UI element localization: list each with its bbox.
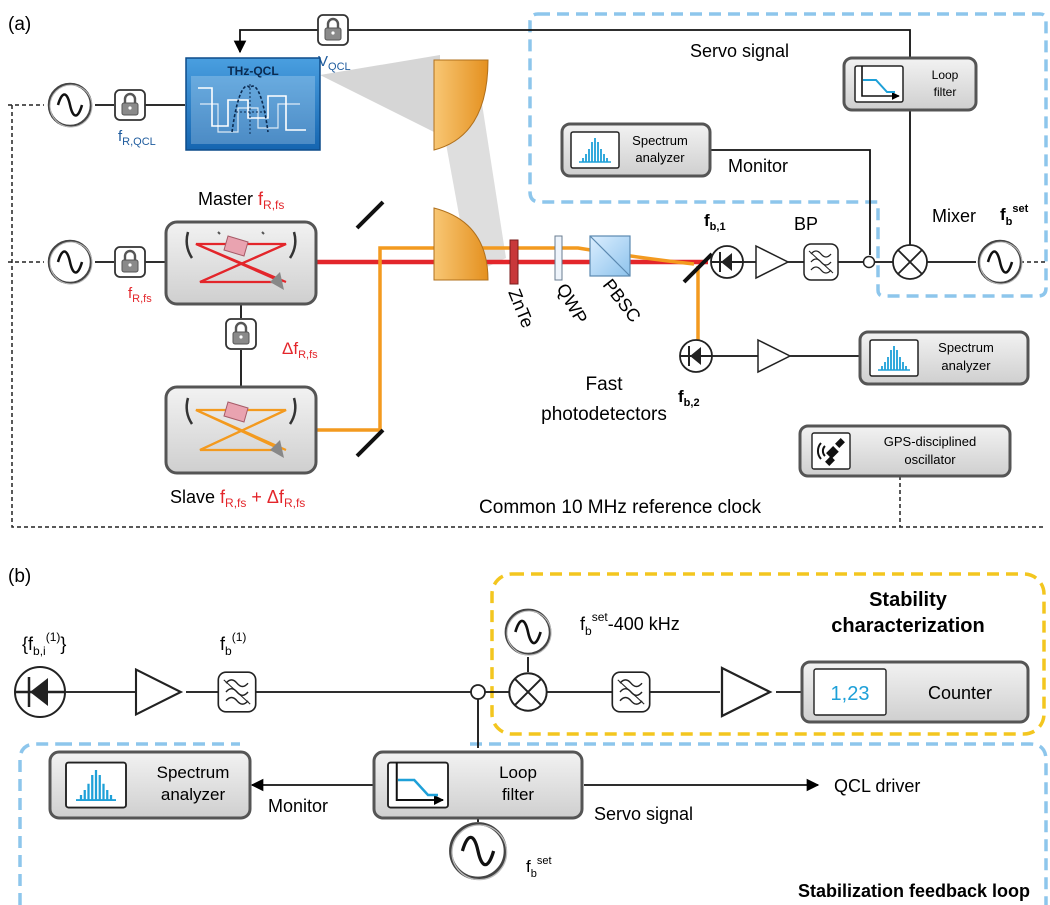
spectrum-analyzer-b: Spectrum analyzer [48,750,252,820]
servo-signal-b: Servo signal [594,804,693,824]
bandpass-filter-b2 [611,671,651,713]
label-fr-qcl: fR,QCL [118,128,156,148]
slave-label: Slave fR,fs + ΔfR,fs [170,487,305,510]
mixer-label: Mixer [932,206,976,226]
qcl-title: THz-QCL [227,64,278,78]
monitor-a: Monitor [728,156,788,176]
bandpass-filter-a [803,243,839,281]
oscillator-offset [504,608,553,657]
spectrum-b-l2: analyzer [161,785,226,804]
loop-filter-a-l1: Loop [932,68,959,82]
servo-region [528,12,1048,298]
master-label: Master fR,fs [198,189,284,212]
thz-beam [320,55,440,135]
amplifier-b1 [134,668,182,716]
feedback-loop-label: Stabilization feedback loop [798,881,1030,901]
parabolic-mirror-bottom [433,207,489,281]
loop-filter-box-a: Loop filter [842,56,978,112]
pbsc-label: PBSC [599,275,645,326]
gps-oscillator-box: GPS-disciplined oscillator [798,424,1012,478]
mixer-a [892,244,928,280]
fb2-label: fb,2 [678,387,700,409]
slave-beam [316,246,440,432]
parabolic-mirror-top [433,59,489,151]
label-delta-fr: ΔfR,fs [282,339,318,361]
spectrum-analyzer-a1: Spectrum analyzer [560,122,712,178]
lock-icon-frqcl [113,88,147,122]
oscillator-qcl [47,82,94,129]
znte-label: ZnTe [504,286,538,331]
mixer-b [508,672,548,712]
amplifier-b2 [720,666,772,718]
fast-label-l2: photodetectors [541,404,667,425]
lock-icon-delta-fr [224,317,258,351]
znte-crystal [509,239,519,285]
stability-l1: Stability [869,589,948,611]
fbi-label: {fb,i(1)} [22,630,66,658]
fb1-label: fb,1 [704,211,726,233]
satellite-icon [817,438,845,466]
monitor-b: Monitor [268,796,328,816]
loop-filter-a-l2: filter [934,85,957,99]
photodiode-fb2 [679,339,713,373]
spectrum-analyzer-a2: Spectrum analyzer [858,330,1030,386]
counter-label: Counter [928,683,992,703]
panel-b-label: (b) [8,566,31,587]
bp-label: BP [794,214,818,234]
qwp-plate [554,235,563,281]
panel-a-label: (a) [8,14,31,35]
gps-l2: oscillator [904,452,956,467]
lock-icon-vqcl [316,13,350,47]
loop-filter-b-l2: filter [502,785,534,804]
thz-qcl-box: THz-QCL [185,57,321,151]
fb1-label-b: fb(1) [220,630,246,658]
oscillator-fb-set-b [449,822,509,882]
mirror-1 [355,200,385,230]
oscillator-fb-set [977,239,1024,286]
slave-laser-box [164,385,318,475]
stability-region [490,572,1046,736]
oscillator-master [47,239,94,286]
qcl-driver-label: QCL driver [834,776,920,796]
photodiode-b [14,666,66,718]
mirror-3 [682,252,714,284]
bandpass-filter-b1 [217,671,257,713]
master-laser-box [164,220,318,306]
label-fr-fs-lock: fR,fs [128,285,152,305]
label-vqcl: VQCL [318,53,351,73]
lock-icon-frfs [113,245,147,279]
counter-box: 1,23 Counter [800,660,1030,724]
spectrum-a2-l2: analyzer [941,358,991,373]
splitter-node-a [862,255,876,269]
loop-filter-b-l1: Loop [499,763,537,782]
gps-l1: GPS-disciplined [884,434,977,449]
fb-set-label-a: fbset [1000,203,1029,228]
fb-set-label-b: fbset [526,855,552,880]
reference-clock-line [11,105,1046,528]
servo-signal-a: Servo signal [690,41,789,61]
amplifier-a1 [755,245,789,279]
stability-l2: characterization [831,615,984,637]
spectrum-a1-l1: Spectrum [632,133,688,148]
feedback-region [18,742,1048,905]
spectrum-a1-l2: analyzer [635,150,685,165]
loop-filter-box-b: Loop filter [372,750,584,820]
splitter-node-b [470,684,486,700]
fast-label-l1: Fast [586,374,624,395]
spectrum-b-l1: Spectrum [157,763,230,782]
mirror-2 [355,428,385,458]
amplifier-a2 [757,339,791,373]
reference-clock-label: Common 10 MHz reference clock [479,497,761,518]
spectrum-a2-l1: Spectrum [938,340,994,355]
photodiode-fb1 [710,245,744,279]
fb-set-offset-label: fbset-400 kHz [580,610,680,638]
qwp-label: QWP [553,280,592,327]
counter-value: 1,23 [831,683,870,705]
